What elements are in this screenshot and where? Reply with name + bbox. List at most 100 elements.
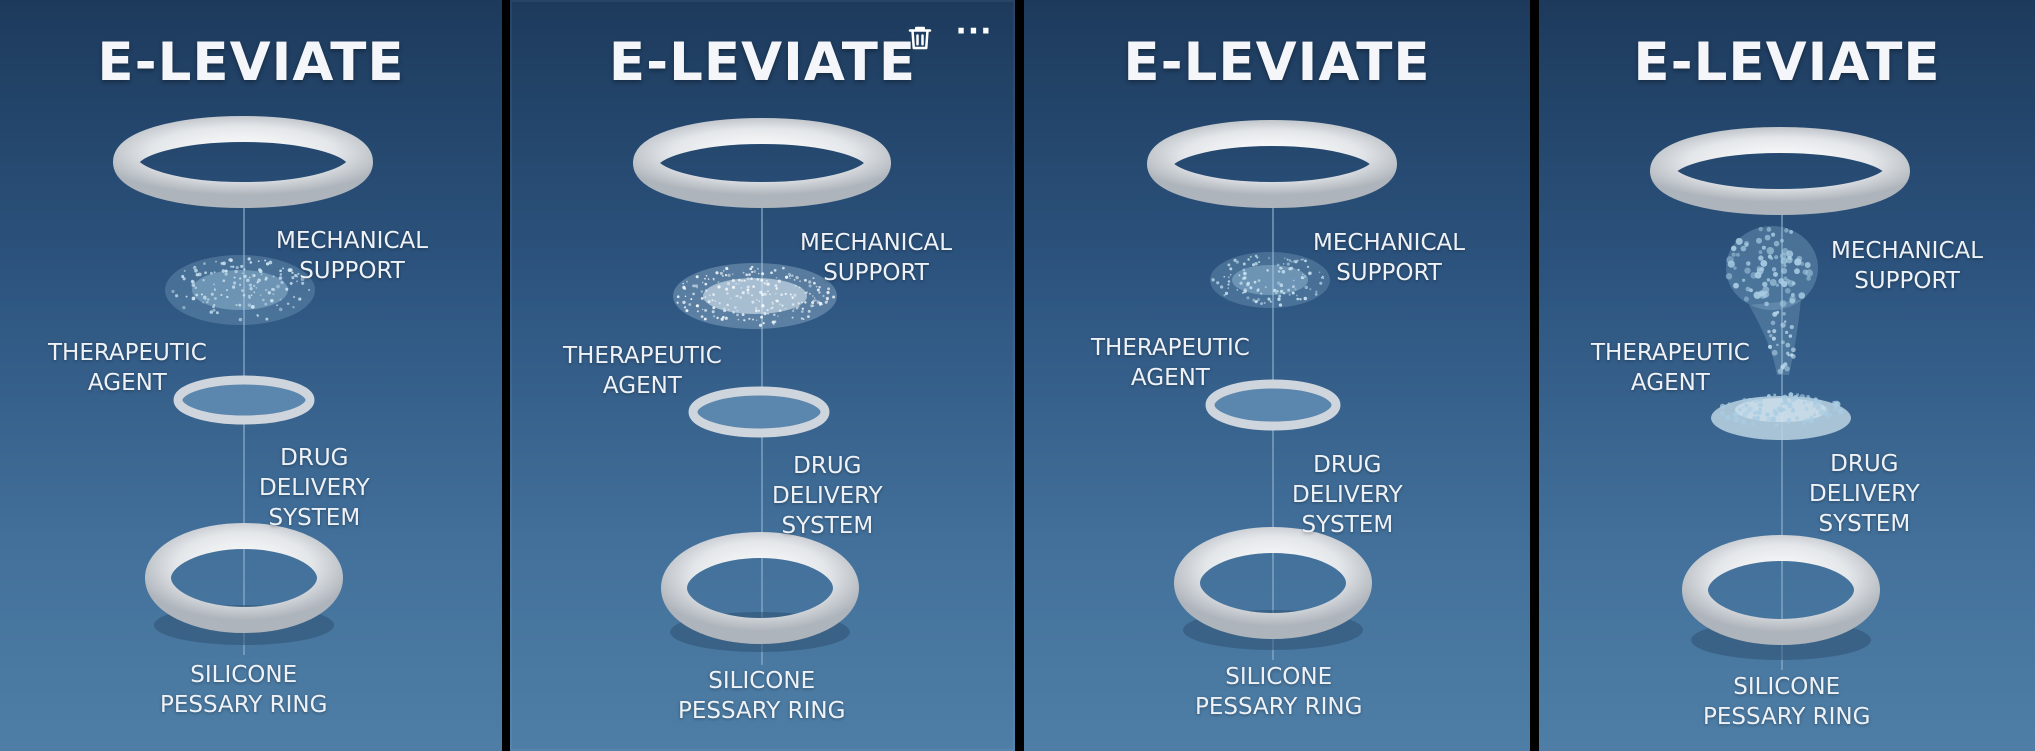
particle-dot	[249, 261, 253, 264]
particle-dot	[753, 270, 757, 273]
top-ring	[633, 118, 891, 208]
particle-dot	[1301, 258, 1304, 261]
particle-dot	[1745, 286, 1751, 292]
particle-dot	[1318, 271, 1321, 274]
particle-dot	[291, 271, 294, 274]
particle-dot	[1784, 366, 1790, 372]
particle-dot	[1784, 330, 1789, 335]
particle-dot	[1304, 259, 1307, 263]
particle-dot	[1279, 283, 1284, 287]
particle-dot	[238, 303, 242, 307]
particle-dot	[1719, 403, 1726, 409]
particle-dot	[1223, 275, 1226, 278]
particle-dot	[213, 271, 216, 274]
particle-dot	[766, 308, 769, 312]
particle-dot	[195, 293, 199, 297]
particle-dot	[732, 311, 735, 314]
particle-dot	[1735, 237, 1743, 245]
particle-dot	[238, 283, 242, 286]
particle-dot	[1786, 420, 1791, 425]
particle-dot	[1782, 312, 1786, 316]
label-therapeutic-agent: THERAPEUTIC AGENT	[1591, 340, 1750, 396]
particle-dot	[194, 268, 198, 273]
particle-dot	[232, 265, 235, 268]
particle-dot	[1759, 291, 1767, 299]
particle-dot	[279, 298, 282, 301]
particle-dot	[1314, 293, 1318, 296]
particle-dot	[1773, 240, 1780, 247]
particle-dot	[808, 280, 812, 284]
particle-dot	[1790, 353, 1794, 357]
particle-dot	[805, 291, 808, 294]
particle-dot	[247, 257, 251, 261]
bottom-ring	[145, 523, 343, 633]
particle-dot	[791, 296, 794, 299]
particle-dot	[756, 298, 758, 301]
more-options-button[interactable]: ···	[954, 14, 994, 58]
particle-dot	[1260, 292, 1263, 295]
particle-dot	[797, 305, 800, 307]
particle-dot	[272, 293, 275, 296]
particle-dot	[719, 271, 723, 275]
particle-dot	[1284, 257, 1286, 259]
particle-dot	[1735, 252, 1740, 257]
particle-dot	[265, 317, 269, 321]
particle-dot	[775, 299, 778, 302]
particle-dot	[762, 322, 765, 325]
image-panel-3[interactable]: E-LEVIATE MECHANICAL SUPPORT THERAPEUTIC…	[1024, 0, 1530, 751]
particle-dot	[1229, 273, 1232, 276]
image-panel-1[interactable]: E-LEVIATE MECHANICAL SUPPORT THERAPEUTIC…	[0, 0, 502, 751]
particle-dot	[1735, 416, 1739, 420]
particle-dot	[1791, 347, 1796, 353]
particle-dot	[248, 276, 251, 279]
particle-dot	[1742, 397, 1748, 403]
particle-dot	[1791, 281, 1796, 286]
particle-dot	[202, 295, 207, 300]
image-panel-2[interactable]: E-LEVIATE ···	[510, 0, 1015, 751]
particle-dot	[250, 294, 253, 297]
particle-dot	[832, 295, 836, 299]
particle-dot	[268, 260, 273, 265]
particle-dot	[1277, 270, 1281, 273]
particle-dot	[214, 289, 216, 292]
particle-dot	[1257, 279, 1261, 282]
particle-dot	[1743, 296, 1749, 302]
particle-dot	[1257, 298, 1260, 301]
particle-dot	[746, 288, 750, 292]
particle-dot	[676, 301, 679, 304]
particle-dot	[1783, 320, 1787, 323]
particle-dot	[696, 287, 699, 289]
particle-dot	[1760, 259, 1768, 267]
particle-dot	[824, 300, 828, 304]
particle-dot	[1727, 260, 1735, 268]
particle-dot	[822, 294, 825, 298]
image-panel-4[interactable]: E-LEVIATE MECHANICAL SUPPORT THERAPEUTIC…	[1539, 0, 2035, 751]
particle-dot	[240, 264, 244, 268]
particle-dot	[695, 304, 700, 308]
device-illustration	[633, 118, 891, 665]
particle-dot	[814, 299, 817, 302]
particle-dot	[247, 303, 252, 307]
particle-dot	[721, 274, 724, 277]
particle-dot	[1747, 406, 1753, 412]
particle-dot	[763, 312, 767, 316]
particle-dot	[704, 308, 708, 312]
particle-dot	[712, 306, 716, 310]
particle-dot	[1254, 300, 1258, 304]
particle-dot	[748, 273, 751, 276]
particle-dot	[741, 313, 745, 317]
particle-dot	[1753, 397, 1760, 404]
particle-dot	[789, 293, 792, 296]
particle-dot	[1256, 256, 1259, 259]
particle-dot	[1806, 276, 1811, 281]
particle-dot	[766, 282, 770, 286]
particle-dot	[726, 268, 729, 270]
particle-dot	[1765, 412, 1770, 417]
particle-dot	[682, 282, 684, 285]
particle-dot	[690, 298, 693, 301]
particle-dot	[1281, 267, 1283, 270]
particle-dot	[712, 293, 715, 296]
particle-dot	[1788, 392, 1794, 398]
particle-dot	[212, 308, 216, 312]
delete-button[interactable]	[900, 18, 940, 58]
